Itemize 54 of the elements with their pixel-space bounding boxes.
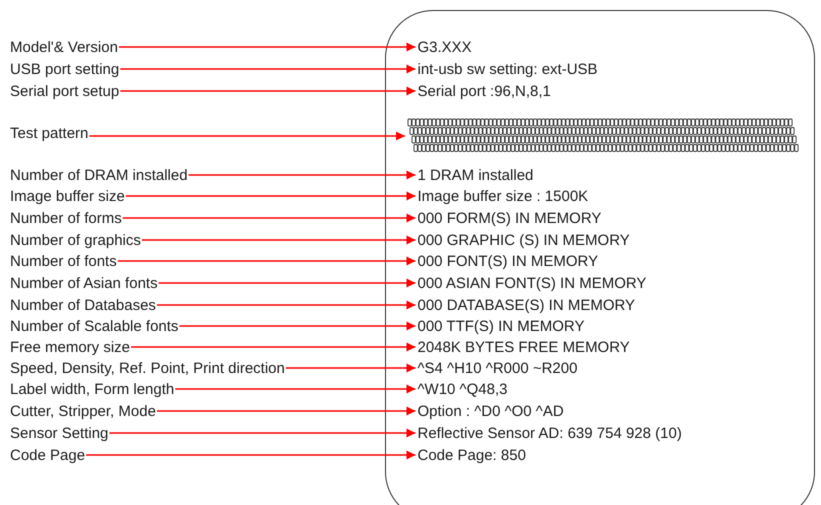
field-label: Number of forms	[10, 210, 122, 227]
printout-line: Image buffer size : 1500K	[418, 188, 588, 204]
printout-line: 000 FONT(S) IN MEMORY	[418, 252, 598, 270]
arrow	[86, 450, 416, 460]
arrow	[156, 300, 416, 310]
printout-line: Serial port :96,N,8,1	[418, 82, 551, 100]
field-label: Number of Scalable fonts	[10, 318, 178, 335]
field-label: Code Page	[10, 447, 86, 464]
printout-line: Option : ^D0 ^O0 ^AD	[418, 402, 564, 420]
field-label: USB port setting	[10, 61, 120, 78]
field-label: Number of graphics	[10, 232, 141, 249]
field-label: Number of Asian fonts	[10, 275, 158, 292]
field-label: Test pattern	[10, 125, 88, 142]
field-label: Image buffer size	[10, 188, 125, 205]
arrow	[131, 342, 416, 352]
printout-line: 000 GRAPHIC (S) IN MEMORY	[418, 232, 630, 248]
field-label: Number of DRAM installed	[10, 167, 188, 184]
printout-line: 2048K BYTES FREE MEMORY	[418, 338, 630, 356]
printout-line: 000 FORM(S) IN MEMORY	[418, 210, 602, 226]
printout-line: 000 TTF(S) IN MEMORY	[418, 318, 584, 334]
arrow	[286, 364, 416, 372]
arrow	[142, 236, 416, 244]
printout-line: int-usb sw setting: ext-USB	[418, 60, 598, 78]
arrow	[109, 428, 416, 438]
field-label: Sensor Setting	[10, 425, 108, 442]
arrow	[118, 42, 416, 52]
field-label: Serial port setup	[10, 83, 120, 100]
field-label: Number of fonts	[10, 253, 117, 270]
arrow	[156, 406, 416, 416]
printout-line: 1 DRAM installed	[418, 166, 534, 184]
printout-line: 000 DATABASE(S) IN MEMORY	[418, 296, 636, 314]
arrow	[179, 322, 416, 330]
printout-line: ^S4 ^H10 ^R000 ~R200	[418, 360, 578, 376]
printout-line: Reflective Sensor AD: 639 754 928 (10)	[418, 424, 682, 442]
printout-line: 000 ASIAN FONT(S) IN MEMORY	[418, 274, 646, 292]
field-label: Cutter, Stripper, Mode	[10, 403, 156, 420]
field-label: Number of Databases	[10, 297, 156, 314]
arrow	[122, 214, 416, 222]
field-label: Label width, Form length	[10, 381, 174, 398]
arrow	[118, 256, 416, 266]
arrow	[120, 64, 416, 74]
arrow	[89, 132, 405, 140]
printout-line: ^W10 ^Q48,3	[418, 380, 508, 398]
field-label: Speed, Density, Ref. Point, Print direction	[10, 360, 285, 377]
field-label: Free memory size	[10, 339, 130, 356]
arrow	[120, 86, 416, 96]
arrow	[175, 384, 416, 394]
arrow	[126, 192, 416, 200]
arrow	[188, 170, 416, 180]
printout-line: Code Page: 850	[418, 446, 526, 464]
field-label: Model'& Version	[10, 39, 118, 56]
printout-line: G3.XXX	[418, 38, 472, 56]
printout-outline	[385, 10, 815, 505]
arrow	[158, 278, 416, 288]
